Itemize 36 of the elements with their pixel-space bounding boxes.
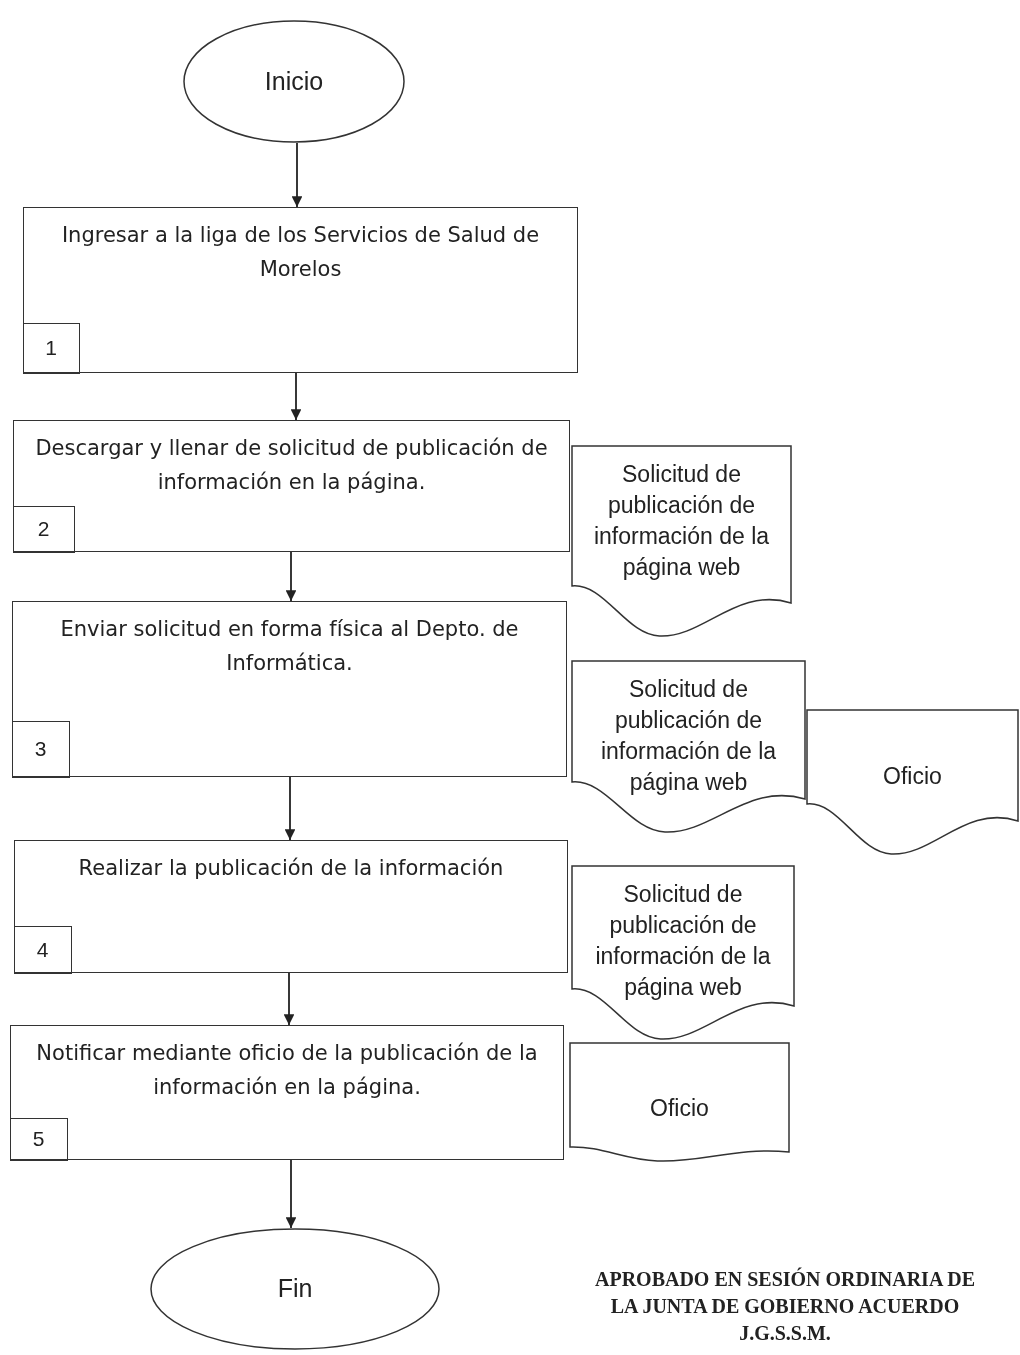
document-label: Oficio xyxy=(882,762,943,791)
step-number: 1 xyxy=(22,322,80,374)
arrow xyxy=(290,372,302,421)
document-shape xyxy=(571,865,795,1040)
process-box xyxy=(23,207,578,373)
process-box xyxy=(12,601,567,777)
document-label: Solicitud de publicación de información de la página web xyxy=(599,675,778,797)
terminal-ellipse xyxy=(183,20,405,143)
document-label: Oficio xyxy=(649,1094,710,1123)
arrow xyxy=(283,972,295,1026)
process-box xyxy=(14,840,568,973)
step-number: 2 xyxy=(12,505,75,553)
document-label: Solicitud de publicación de información de la página web xyxy=(592,460,771,582)
arrow xyxy=(284,776,296,841)
process-box xyxy=(13,420,570,552)
step-text: Ingresar a la liga de los Servicios de Salud de Morelos xyxy=(60,222,541,283)
terminal-label: Fin xyxy=(276,1274,314,1303)
arrow xyxy=(285,551,297,602)
document-shape xyxy=(569,1042,790,1162)
step-text: Realizar la publicación de la información xyxy=(77,855,505,882)
document-shape xyxy=(806,709,1019,855)
step-text: Notificar mediante oficio de la publicación de la información en la página. xyxy=(35,1040,539,1101)
arrow xyxy=(291,142,303,208)
document-label: Solicitud de publicación de información de la página web xyxy=(594,880,772,1002)
arrow xyxy=(285,1159,297,1229)
document-shape xyxy=(571,445,792,637)
terminal-ellipse xyxy=(150,1228,440,1350)
terminal-label: Inicio xyxy=(263,66,325,96)
process-box xyxy=(10,1025,564,1160)
step-number: 4 xyxy=(13,925,72,974)
step-number: 5 xyxy=(9,1117,68,1161)
step-number: 3 xyxy=(11,720,70,778)
approval-stamp-text: APROBADO EN SESIÓN ORDINARIA DE LA JUNTA DE GOBIERNO ACUERDO J.G.S.S.M. xyxy=(593,1266,977,1346)
step-text: Descargar y llenar de solicitud de publicación de información en la página. xyxy=(34,435,549,496)
step-text: Enviar solicitud en forma física al Depto. de Informática. xyxy=(59,616,520,677)
document-shape xyxy=(571,660,806,833)
